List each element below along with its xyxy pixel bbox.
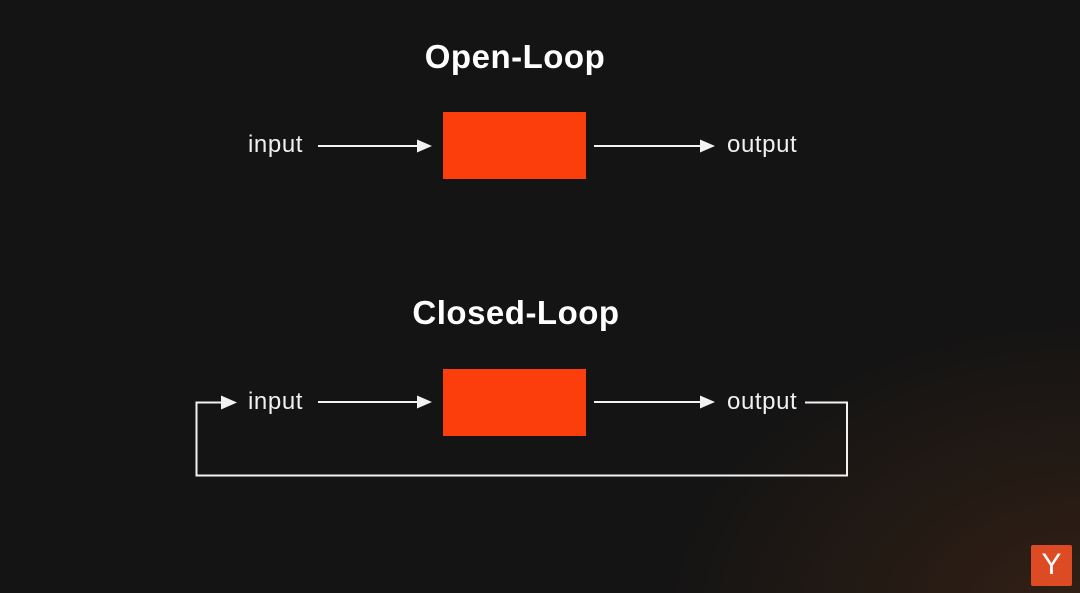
open-loop-output-arrow-icon — [594, 139, 715, 153]
open-loop-input-arrow-icon — [318, 139, 432, 153]
open-loop-output-label: output — [727, 131, 798, 158]
open-loop-title: Open-Loop — [424, 38, 606, 75]
closed-loop-title: Closed-Loop — [412, 294, 620, 331]
closed-loop-system-block — [443, 369, 586, 436]
y-combinator-logo-letter: Y — [1041, 547, 1062, 581]
closed-loop-input-arrow-icon — [318, 395, 432, 409]
closed-loop-input-label: input — [248, 388, 304, 415]
open-loop-input-label: input — [248, 131, 304, 158]
y-combinator-logo: Y — [1031, 545, 1072, 586]
open-loop-system-block — [443, 112, 586, 179]
closed-loop-output-arrow-icon — [594, 395, 715, 409]
closed-loop-output-label: output — [727, 388, 798, 415]
